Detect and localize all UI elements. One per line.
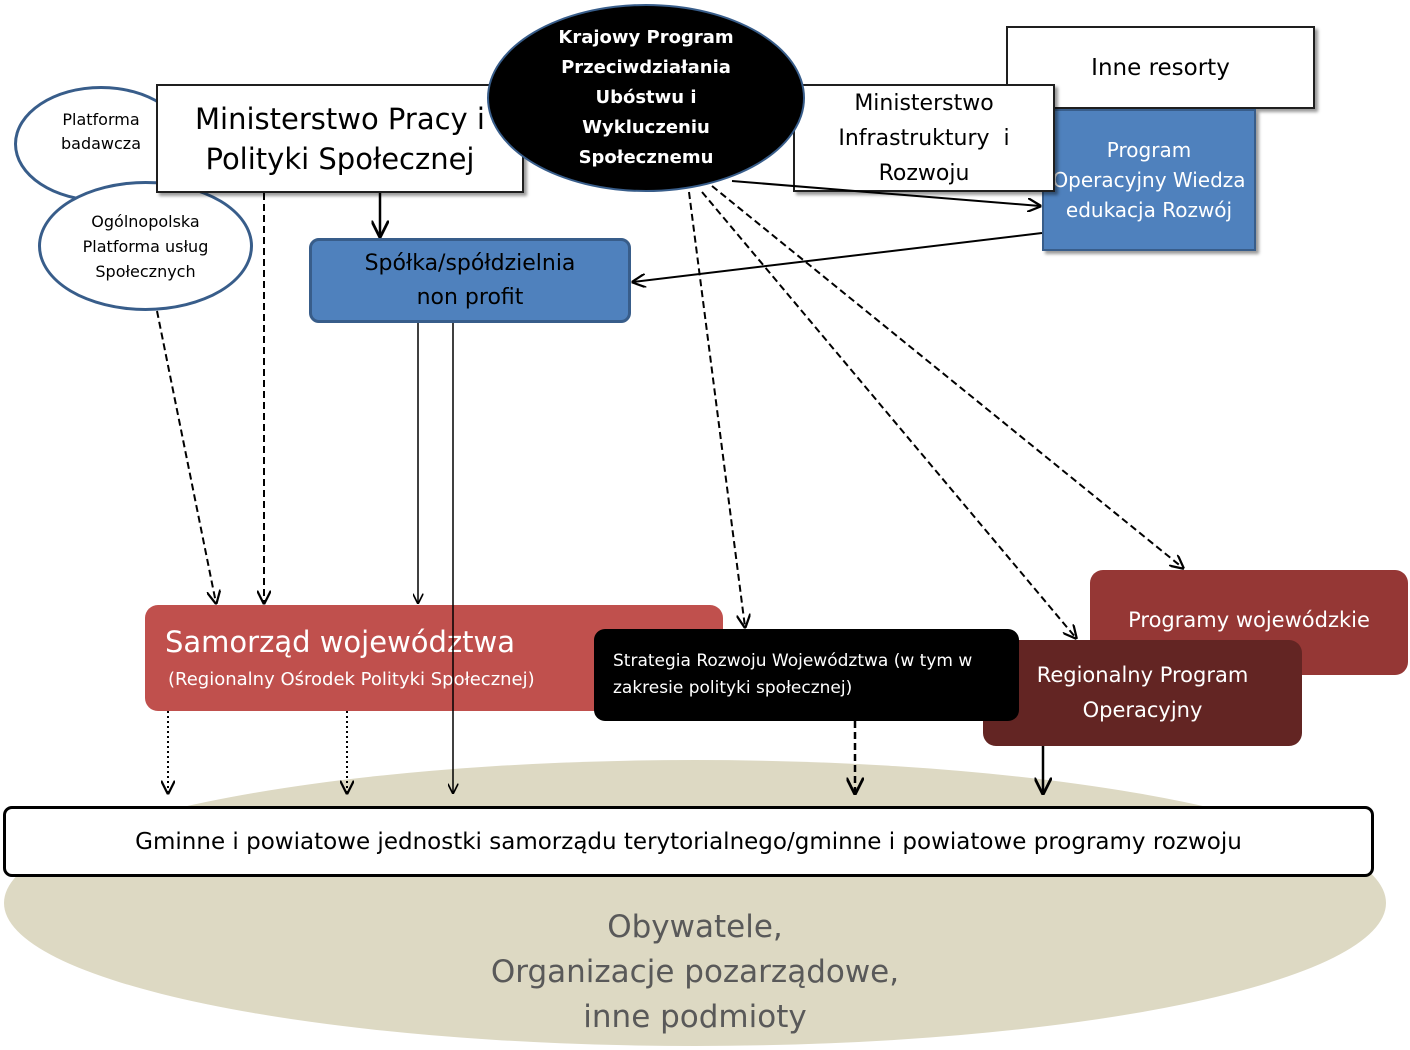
arrow-krajowy-to-programy bbox=[711, 185, 1183, 568]
ogolnopolska-platforma-label: Ogólnopolska Platforma usług Społecznych bbox=[82, 211, 209, 281]
program-operacyjny-node: Program Operacyjny Wiedza edukacja Rozwó… bbox=[1042, 109, 1256, 251]
strategia-label: Strategia Rozwoju Województwa (w tym w z… bbox=[613, 651, 973, 698]
krajowy-program-label: Krajowy Program Przeciwdziałania Ubóstwu… bbox=[558, 27, 734, 168]
arrow-program-operacyjny-to-spolka bbox=[633, 232, 1043, 282]
samorzad-subtitle: (Regionalny Ośrodek Polityki Społecznej) bbox=[168, 669, 535, 690]
regionalny-program-label: Regionalny Program Operacyjny bbox=[1036, 663, 1249, 722]
ministerstwo-infrastruktury-label: Ministerstwo Infrastruktury i Rozwoju bbox=[838, 90, 1017, 186]
gminne-node: Gminne i powiatowe jednostki samorządu t… bbox=[3, 806, 1374, 877]
citizens-label-line1: Obywatele, bbox=[607, 909, 783, 945]
strategia-node: Strategia Rozwoju Województwa (w tym w z… bbox=[594, 629, 1019, 721]
citizens-label-line3: inne podmioty bbox=[583, 999, 807, 1035]
arrow-krajowy-to-strategia bbox=[688, 191, 745, 627]
regionalny-program-node: Regionalny Program Operacyjny bbox=[983, 640, 1302, 746]
platforma-badawcza-label: Platforma badawcza bbox=[60, 110, 141, 153]
citizens-label: Obywatele, Organizacje pozarządowe, inne… bbox=[400, 905, 990, 1040]
gminne-label: Gminne i powiatowe jednostki samorządu t… bbox=[135, 828, 1242, 855]
inne-resorty-label: Inne resorty bbox=[1091, 54, 1230, 81]
ministerstwo-infrastruktury-node: Ministerstwo Infrastruktury i Rozwoju bbox=[793, 84, 1055, 192]
ogolnopolska-platforma-node: Ogólnopolska Platforma usług Społecznych bbox=[38, 181, 253, 311]
krajowy-program-node: Krajowy Program Przeciwdziałania Ubóstwu… bbox=[487, 4, 805, 192]
citizens-label-line2: Organizacje pozarządowe, bbox=[490, 954, 900, 990]
spolka-label: Spółka/spółdzielnia non profit bbox=[364, 250, 576, 310]
programy-wojewodzkie-label: Programy wojewódzkie bbox=[1128, 608, 1370, 632]
samorzad-title: Samorząd województwa bbox=[165, 625, 516, 659]
spolka-node: Spółka/spółdzielnia non profit bbox=[309, 238, 631, 323]
arrow-krajowy-to-regionalny bbox=[701, 191, 1076, 638]
ministerstwo-pracy-node: Ministerstwo Pracy i Polityki Społecznej bbox=[156, 84, 524, 193]
ministerstwo-pracy-label: Ministerstwo Pracy i Polityki Społecznej bbox=[195, 101, 485, 176]
arrow-platforma-to-samorzad bbox=[156, 310, 216, 603]
arrow-krajowy-to-program-operacyjny bbox=[731, 180, 1040, 206]
program-operacyjny-label: Program Operacyjny Wiedza edukacja Rozwó… bbox=[1052, 138, 1246, 222]
inne-resorty-node: Inne resorty bbox=[1006, 26, 1315, 109]
